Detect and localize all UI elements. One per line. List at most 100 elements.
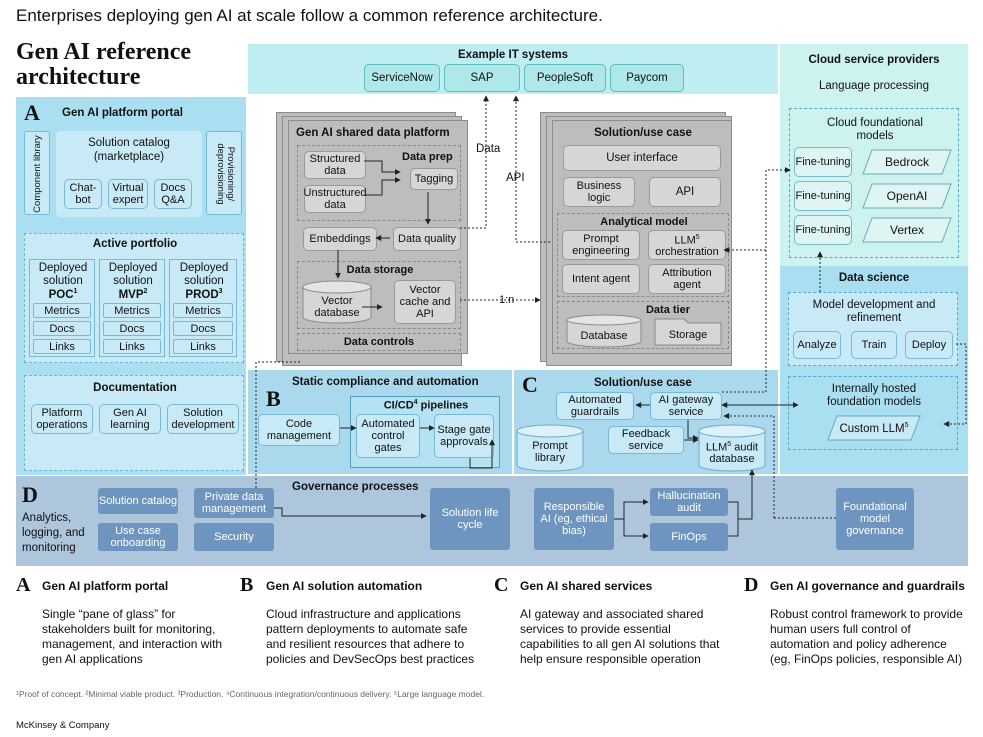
footer-a: A Gen AI platform portal Single “pane of…: [16, 574, 246, 667]
data-quality: Data quality: [393, 227, 461, 251]
footer-b-letter: B: [240, 574, 254, 596]
provider-openai: OpenAI: [862, 183, 952, 209]
openai-shape: [862, 183, 952, 209]
shared-services-heading: Solution/use case: [594, 377, 692, 389]
llm-orch-top: LLM5: [674, 232, 699, 247]
system-paycom: Paycom: [610, 64, 684, 92]
unstructured-data: Unstructured data: [303, 185, 367, 213]
footer-a-letter: A: [16, 574, 31, 596]
llm-orch-sup: 5: [695, 233, 700, 241]
data-prep-label: Data prep: [402, 151, 453, 163]
gov-responsible-ai: Responsible AI (eg, ethical bias): [534, 488, 614, 550]
step-train: Train: [851, 331, 897, 359]
footer-b-text: Cloud infrastructure and applications pa…: [266, 607, 475, 666]
headline: Enterprises deploying gen AI at scale fo…: [16, 6, 603, 25]
vector-db-cylinder: [302, 280, 372, 324]
structured-data: Structured data: [304, 151, 366, 179]
pipelines-tail: pipelines: [420, 399, 469, 412]
poc-metrics: Metrics: [33, 303, 91, 318]
shared-data-heading: Gen AI shared data platform: [296, 127, 450, 139]
stage-gate-approvals: Stage gate approvals: [434, 414, 494, 458]
data-science-panel: Data science Model development and refin…: [780, 266, 968, 474]
stage-poc-sup: 1: [73, 288, 78, 295]
gov-private-data: Private data management: [194, 488, 274, 518]
prompt-library-cylinder: [516, 424, 584, 472]
example-it-heading: Example IT systems: [458, 49, 568, 61]
footer-b-title: Gen AI solution automation: [266, 579, 423, 593]
data-connector-label: Data: [476, 143, 501, 155]
audit-db-text: LLM: [705, 441, 728, 454]
attribution-agent: Attribution agent: [648, 264, 726, 294]
footer-a-text: Single “pane of glass” for stakeholders …: [42, 607, 223, 666]
page-title: Gen AI reference architecture: [16, 39, 192, 90]
doc-solution-development: Solution development: [167, 404, 239, 434]
fine-tuning-1: Fine-tuning: [794, 147, 852, 177]
pipelines-label: CI/CD: [383, 399, 414, 412]
system-sap: SAP: [444, 64, 520, 92]
deployed-prod-label: Deployed solution: [179, 262, 229, 287]
feedback-service: Feedback service: [608, 426, 684, 454]
pipelines-heading: CI/CD4 pipelines: [351, 399, 501, 412]
data-tier-label: Data tier: [645, 304, 691, 316]
custom-llm-sup: 5: [904, 421, 909, 429]
model-development-heading: Model development and refinement: [812, 299, 936, 324]
cloud-providers-panel: Cloud service providers Language process…: [780, 44, 968, 266]
footer-c-title: Gen AI shared services: [520, 579, 653, 593]
tagging: Tagging: [410, 168, 458, 190]
doc-gen-ai-learning: Gen AI learning: [99, 404, 161, 434]
provisioning: Provisioning/ deprovisioning: [206, 131, 242, 215]
shared-services-panel: C Solution/use case Automated guardrails…: [514, 370, 778, 474]
mvp-docs: Docs: [103, 321, 161, 336]
source-label: McKinsey & Company: [16, 720, 110, 731]
documentation-heading: Documentation: [93, 382, 177, 394]
bedrock-label: Bedrock: [884, 155, 930, 169]
documentation: Documentation Platform operations Gen AI…: [24, 375, 244, 471]
gov-finops: FinOps: [650, 523, 728, 551]
openai-label: OpenAI: [886, 189, 928, 203]
solution-catalog: Solution catalog (marketplace) Chat-bot …: [56, 131, 202, 217]
footnote: ¹Proof of concept. ²Minimal viable produ…: [16, 689, 485, 699]
prod-docs: Docs: [173, 321, 233, 336]
letter-c: C: [522, 372, 538, 397]
data-science-heading: Data science: [838, 272, 910, 284]
footer-d: D Gen AI governance and guardrails Robus…: [744, 574, 974, 667]
embeddings: Embeddings: [303, 227, 377, 251]
ratio-label: 1:n: [497, 294, 517, 306]
gov-foundational-model: Foundational model governance: [836, 488, 914, 550]
provider-vertex: Vertex: [862, 217, 952, 243]
automated-guardrails: Automated guardrails: [556, 392, 634, 420]
stage-poc-name: POC: [48, 288, 74, 301]
business-logic: Business logic: [563, 177, 635, 207]
audit-db-top: LLM5 audit database: [698, 439, 766, 466]
vector-cache: Vector cache and API: [394, 280, 456, 324]
compliance-panel: B Static compliance and automation CI/CD…: [248, 370, 512, 474]
audit-db-sup: 5: [727, 440, 732, 448]
code-management: Code management: [258, 414, 340, 446]
stage-prod-sup: 3: [218, 288, 223, 295]
step-deploy: Deploy: [905, 331, 953, 359]
footer-c-letter: C: [494, 574, 509, 596]
data-tier-group: Data tier Database Storage: [557, 301, 729, 349]
poc-docs: Docs: [33, 321, 91, 336]
deployed-mvp: Deployed solution MVP2 Metrics Docs Link…: [99, 259, 165, 357]
footer-c-text: AI gateway and associated shared service…: [520, 607, 720, 666]
internal-models: Internally hosted foundation models Cust…: [788, 376, 958, 450]
footer-d-text: Robust control framework to provide huma…: [770, 607, 963, 666]
solution-catalog-heading: Solution catalog (marketplace): [88, 137, 170, 163]
cloud-models-box: Cloud foundational models Fine-tuning Fi…: [789, 108, 959, 258]
database-label: Database: [580, 330, 628, 342]
vector-db-label: Vector database: [314, 295, 360, 319]
deployed-poc-label: Deployed solution: [38, 262, 88, 287]
catalog-docs-qa: Docs Q&A: [154, 179, 192, 209]
custom-llm: Custom LLM5: [827, 415, 921, 441]
automated-control-gates: Automated control gates: [356, 414, 420, 458]
custom-llm-label: Custom LLM: [839, 422, 905, 435]
vector-database: Vector database: [302, 280, 372, 324]
llm-audit-database: LLM5 audit database: [698, 424, 766, 472]
gov-solution-catalog: Solution catalog: [98, 488, 178, 514]
provider-bedrock: Bedrock: [862, 149, 952, 175]
analytics-label: Analytics, logging, and monitoring: [22, 512, 85, 554]
custom-llm-shape: [827, 415, 921, 441]
shared-data-platform: Gen AI shared data platform Data prep St…: [288, 120, 468, 354]
stage-prod-name: PROD: [185, 288, 219, 301]
